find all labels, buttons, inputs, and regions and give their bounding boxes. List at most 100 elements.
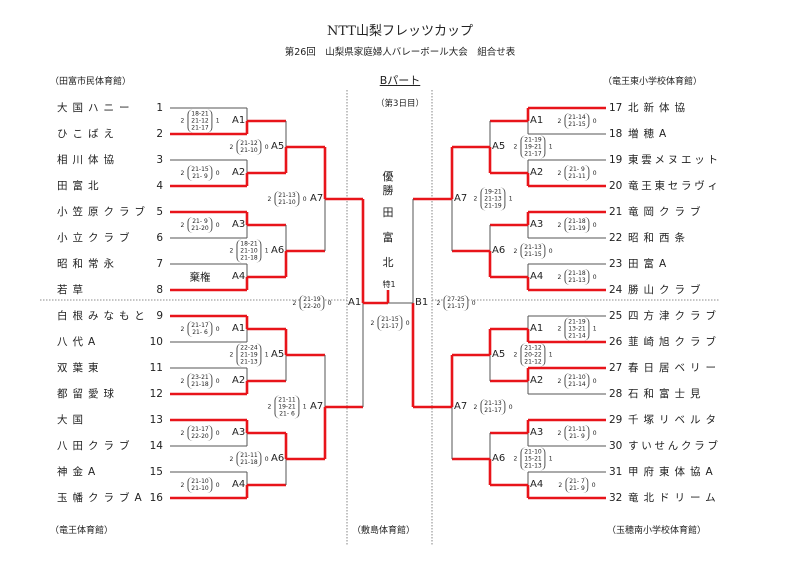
match-label-a7: A7	[310, 193, 324, 204]
set-score: 21-11	[568, 173, 586, 180]
sets-won: 2	[229, 351, 234, 359]
sets-lost: 0	[302, 195, 307, 203]
sets-lost: 1	[302, 403, 307, 411]
sets-lost: 0	[215, 429, 220, 437]
team-number: 27	[609, 362, 623, 374]
sets-won: 2	[370, 319, 375, 327]
set-score: 21-12	[191, 117, 209, 125]
sets-won: 2	[557, 429, 562, 437]
set-score: 21- 9	[569, 485, 585, 492]
set-score: 18-21	[240, 240, 258, 248]
tournament-subtitle: 第26回 山梨県家庭婦人バレーボール大会 組合せ表	[284, 47, 516, 58]
set-score: 21-14	[568, 332, 586, 340]
set-score: 21- 9	[192, 173, 208, 180]
sets-won: 2	[229, 455, 234, 463]
set-score: 21-13	[524, 462, 542, 470]
match-label-a1: A1	[530, 115, 544, 126]
set-score: 22-24	[240, 344, 258, 352]
set-score: 21-18	[568, 218, 586, 225]
set-score: 21-12	[524, 344, 542, 352]
match-label-a5: A5	[492, 349, 506, 360]
set-score: 21-15	[191, 166, 209, 173]
match-label-a5: A5	[492, 141, 506, 152]
team-name: 春日居ベリー	[628, 362, 721, 374]
venue-bottom-right: （玉穂南小学校体育館）	[607, 526, 707, 536]
champion-name-2: 富	[382, 231, 394, 244]
sets-won: 2	[267, 195, 272, 203]
team-name: 昭和西条	[628, 232, 690, 244]
sets-lost: 0	[215, 377, 220, 385]
set-score: 21-13	[484, 400, 502, 407]
sets-lost: 0	[592, 273, 597, 281]
match-label-a6: A6	[271, 453, 285, 464]
tournament-title: NTT山梨フレッツカップ	[327, 24, 473, 39]
team-name: 八田クラブ	[57, 440, 135, 452]
team-number: 10	[149, 336, 163, 348]
team-name: ひこばえ	[57, 128, 119, 140]
team-number: 15	[149, 466, 163, 478]
set-score: 21-15	[381, 316, 399, 323]
sets-lost: 1	[215, 117, 220, 125]
team-number: 12	[149, 388, 163, 400]
set-score: 21-19	[568, 318, 586, 326]
set-score: 21-15	[568, 121, 586, 128]
set-score: 21-11	[568, 426, 586, 433]
team-number: 32	[609, 492, 623, 504]
set-score: 19-21	[484, 188, 502, 196]
set-score: 21- 6	[279, 410, 295, 418]
sets-won: 2	[180, 169, 185, 177]
sets-lost: 0	[508, 403, 513, 411]
match-label-a5: A5	[271, 349, 285, 360]
set-score: 21-18	[240, 254, 258, 262]
semifinal-label-right: B1	[415, 297, 429, 308]
match-label-a2: A2	[232, 167, 246, 178]
team-name: 北新体協	[628, 102, 690, 114]
sets-lost: 0	[592, 117, 597, 125]
venue-top-right: （竜王東小学校体育館）	[603, 77, 703, 87]
match-label-a7: A7	[454, 401, 468, 412]
match-label-a6: A6	[492, 245, 506, 256]
team-number: 5	[156, 206, 163, 218]
set-score: 21-17	[381, 323, 399, 330]
sets-lost: 0	[592, 377, 597, 385]
set-score: 21-10	[278, 199, 296, 206]
sets-won: 2	[557, 325, 562, 333]
team-name: 小笠原クラブ	[57, 206, 150, 218]
semifinal-label-left: A1	[348, 297, 362, 308]
set-score: 21-17	[484, 407, 502, 414]
champion-label-2: 勝	[382, 184, 394, 197]
sets-won: 2	[513, 351, 518, 359]
set-score: 19-21	[278, 403, 296, 411]
team-number: 7	[156, 258, 163, 270]
team-number: 23	[609, 258, 623, 270]
team-name: 竜王東セラヴィ	[628, 180, 721, 192]
set-score: 21- 9	[192, 218, 208, 225]
team-name: 四方津クラブ	[628, 310, 721, 322]
set-score: 21-17	[191, 322, 209, 329]
